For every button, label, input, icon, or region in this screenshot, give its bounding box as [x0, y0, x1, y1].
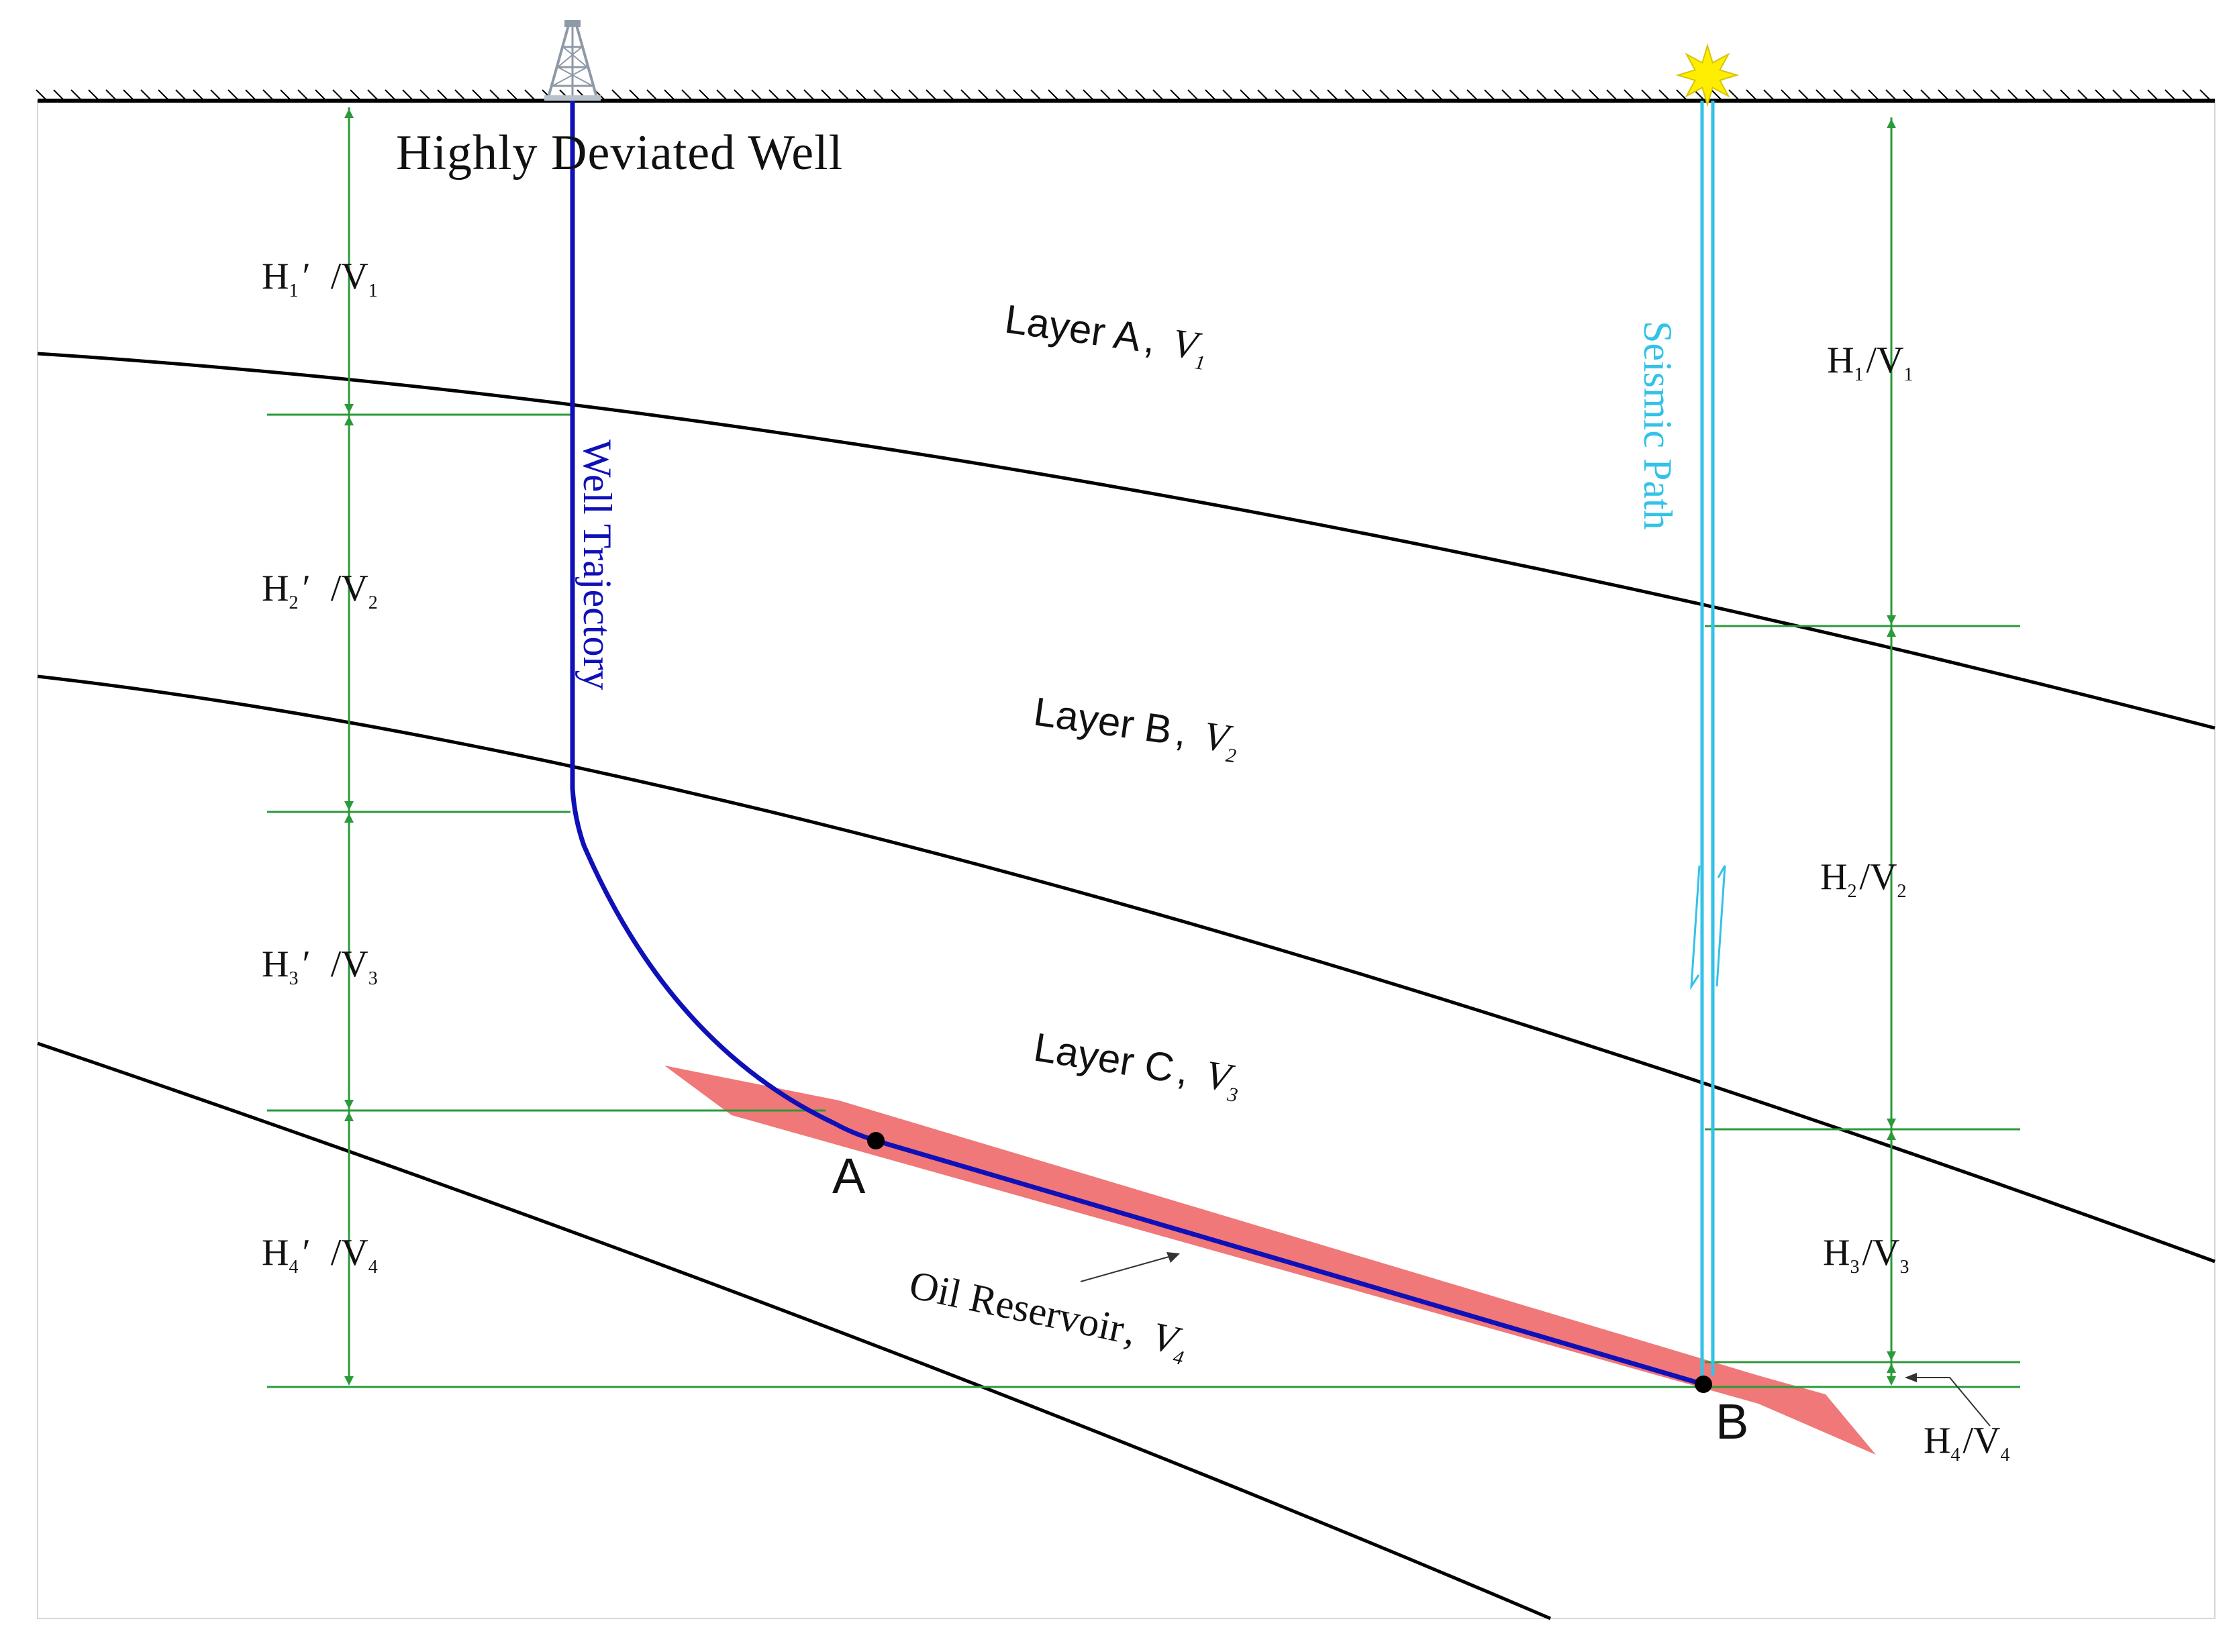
left-dim-label-3: H3′/V3 [262, 943, 378, 989]
point-a-marker [867, 1132, 885, 1149]
layer-a-label: Layer A,V1 [1001, 297, 1210, 375]
right-dim-label-4: H4/V4 [1924, 1420, 2009, 1465]
svg-text:Layer A,V1: Layer A,V1 [1001, 297, 1210, 375]
horizon-a-b [37, 352, 2216, 730]
h4-leader-line [1911, 1377, 1991, 1427]
right-dim-label-2: H2/V2 [1820, 856, 1906, 902]
point-b-label: B [1716, 1394, 1748, 1449]
seismic-source-star-icon [1675, 43, 1740, 107]
point-a-label: A [832, 1148, 866, 1204]
right-dimension-labels: H1/V1 H2/V2 H3/V3 H4/V4 [1820, 340, 2009, 1465]
diagram-title: Highly Deviated Well [396, 125, 843, 180]
left-dim-label-1: H1′/V1 [262, 256, 378, 301]
left-dim-label-2: H2′/V2 [262, 568, 378, 613]
well-trajectory-label: Well Trajectory [575, 440, 619, 690]
left-dimensions [267, 107, 2020, 1388]
reservoir-pointer [1080, 1252, 1180, 1282]
point-b-marker [1695, 1376, 1712, 1393]
seismic-path-label: Seismic Path [1636, 321, 1680, 530]
horizon-b-c [37, 674, 2216, 1263]
seismic-path [1690, 101, 1726, 1376]
right-dim-label-3: H3/V3 [1823, 1232, 1909, 1278]
ground-surface [36, 89, 2215, 103]
layer-horizons [37, 352, 2216, 1620]
right-dimensions [1705, 117, 2020, 1427]
svg-text:Oil Reservoir,V4: Oil Reservoir,V4 [905, 1262, 1191, 1370]
layer-b-label: Layer B,V2 [1030, 689, 1242, 768]
drilling-rig-icon [544, 20, 601, 101]
h4-leader-arrow [1905, 1373, 1917, 1382]
left-dim-label-4: H4′/V4 [262, 1232, 378, 1278]
svg-text:Layer B,V2: Layer B,V2 [1030, 689, 1242, 768]
right-dim-label-1: H1/V1 [1827, 340, 1913, 385]
left-dimension-labels: H1′/V1 H2′/V2 H3′/V3 H4′/V4 [262, 256, 378, 1278]
svg-text:Layer C,V3: Layer C,V3 [1030, 1025, 1244, 1107]
well-trajectory [570, 101, 1704, 1387]
horizon-c-reservoir [37, 1041, 1551, 1620]
oil-reservoir-label: Oil Reservoir,V4 [905, 1262, 1191, 1370]
layer-c-label: Layer C,V3 [1030, 1025, 1244, 1107]
oil-reservoir [664, 1066, 1876, 1455]
